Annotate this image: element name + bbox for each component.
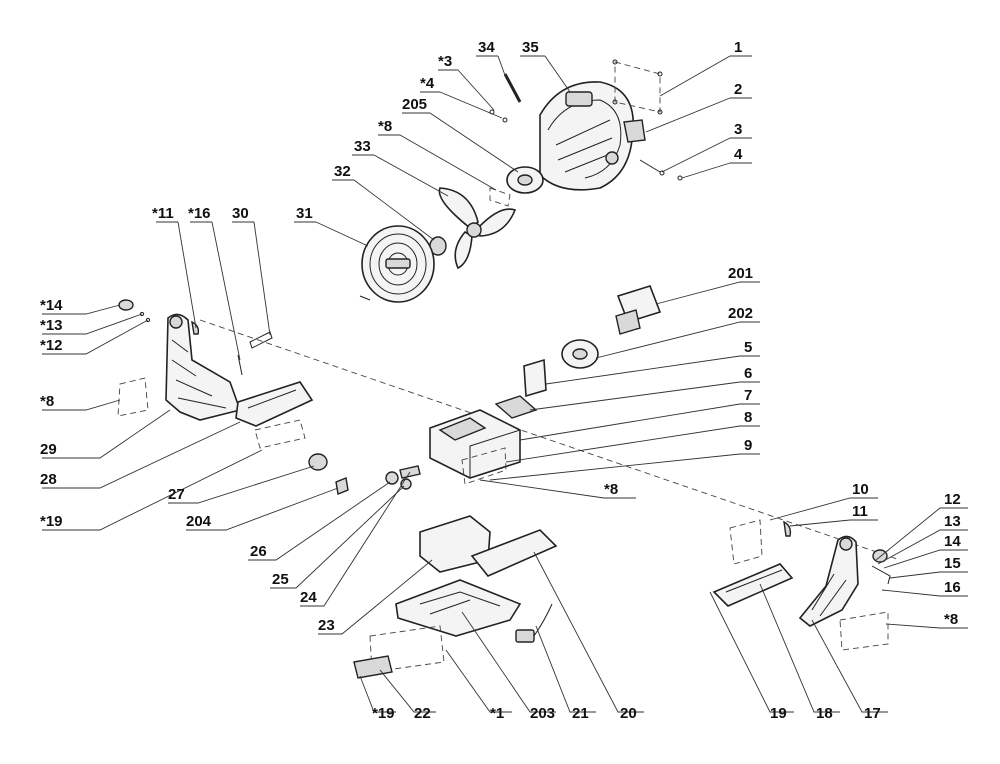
label-20: 20 (620, 705, 637, 722)
label-33: 33 (354, 138, 371, 155)
label-24: 24 (300, 589, 317, 606)
label-202: 202 (728, 305, 753, 322)
part-base-plate (395, 579, 522, 637)
label-2: 2 (734, 81, 742, 98)
label-7: 7 (744, 387, 752, 404)
label-star-13: *13 (40, 317, 63, 334)
label-31: 31 (296, 205, 313, 222)
label-8: 8 (744, 409, 752, 426)
label-star-14: *14 (40, 297, 63, 314)
label-star-3: *3 (438, 53, 452, 70)
label-25: 25 (272, 571, 289, 588)
label-star-8-left: *8 (40, 393, 54, 410)
part-battery-housing (429, 409, 521, 479)
part-nameplate (353, 655, 393, 679)
label-3: 3 (734, 121, 742, 138)
part-power-cord (515, 603, 553, 643)
part-switch (335, 477, 349, 495)
label-14: 14 (944, 533, 961, 550)
assembly-axis (199, 319, 901, 561)
part-plate (494, 395, 538, 419)
label-16: 16 (944, 579, 961, 596)
part-fan-housing (539, 81, 635, 191)
label-35: 35 (522, 39, 539, 56)
label-star-19-bottom: *19 (372, 705, 395, 722)
label-205: 205 (402, 96, 427, 113)
label-1: 1 (734, 39, 742, 56)
part-charger-module (523, 358, 547, 398)
part-fan-blade (438, 187, 517, 270)
label-star-16-left: *16 (188, 205, 211, 222)
label-star-19-left: *19 (40, 513, 63, 530)
label-32: 32 (334, 163, 351, 180)
part-rod (503, 73, 522, 103)
label-27: 27 (168, 486, 185, 503)
label-30: 30 (232, 205, 249, 222)
part-motor (506, 166, 544, 194)
label-26: 26 (250, 543, 267, 560)
label-star-8-top: *8 (378, 118, 392, 135)
part-front-grille (359, 225, 435, 303)
part-labels: 1 2 3 4 34 35 *3 *4 205 *8 33 32 31 *11 … (40, 39, 961, 722)
part-clip (191, 320, 200, 335)
label-12: 12 (944, 491, 961, 508)
label-18: 18 (816, 705, 833, 722)
label-9: 9 (744, 437, 752, 454)
part-rail (470, 529, 558, 577)
label-10: 10 (852, 481, 869, 498)
label-34: 34 (478, 39, 495, 56)
label-13: 13 (944, 513, 961, 530)
label-28: 28 (40, 471, 57, 488)
part-screw-pattern (614, 61, 661, 113)
part-side-rail (712, 563, 794, 607)
part-knob (118, 299, 134, 311)
label-203: 203 (530, 705, 555, 722)
part-bracket (623, 119, 646, 143)
part-gear-assembly (561, 339, 599, 369)
label-22: 22 (414, 705, 431, 722)
label-204: 204 (186, 513, 212, 530)
label-star-4: *4 (420, 75, 435, 92)
label-23: 23 (318, 617, 335, 634)
label-star-12: *12 (40, 337, 63, 354)
part-bushing (308, 453, 328, 471)
part-left-frame (165, 313, 242, 421)
part-control-board (615, 285, 662, 335)
part-motor-mount (235, 381, 314, 427)
label-star-8-center: *8 (604, 481, 618, 498)
part-coupler (385, 471, 399, 485)
part-latch (783, 520, 792, 537)
label-star-8-right: *8 (944, 611, 958, 628)
label-21: 21 (572, 705, 589, 722)
label-15: 15 (944, 555, 961, 572)
label-19: 19 (770, 705, 787, 722)
part-knob-right (872, 549, 888, 563)
label-star-11-left: *11 (152, 205, 174, 222)
label-5: 5 (744, 339, 752, 356)
label-17: 17 (864, 705, 881, 722)
part-right-frame (798, 535, 859, 627)
label-11: 11 (852, 503, 868, 520)
label-201: 201 (728, 265, 753, 282)
part-pin (249, 331, 273, 349)
label-star-1: *1 (490, 705, 504, 722)
leader-lines (42, 55, 968, 713)
label-29: 29 (40, 441, 57, 458)
label-6: 6 (744, 365, 752, 382)
label-4: 4 (734, 146, 743, 163)
